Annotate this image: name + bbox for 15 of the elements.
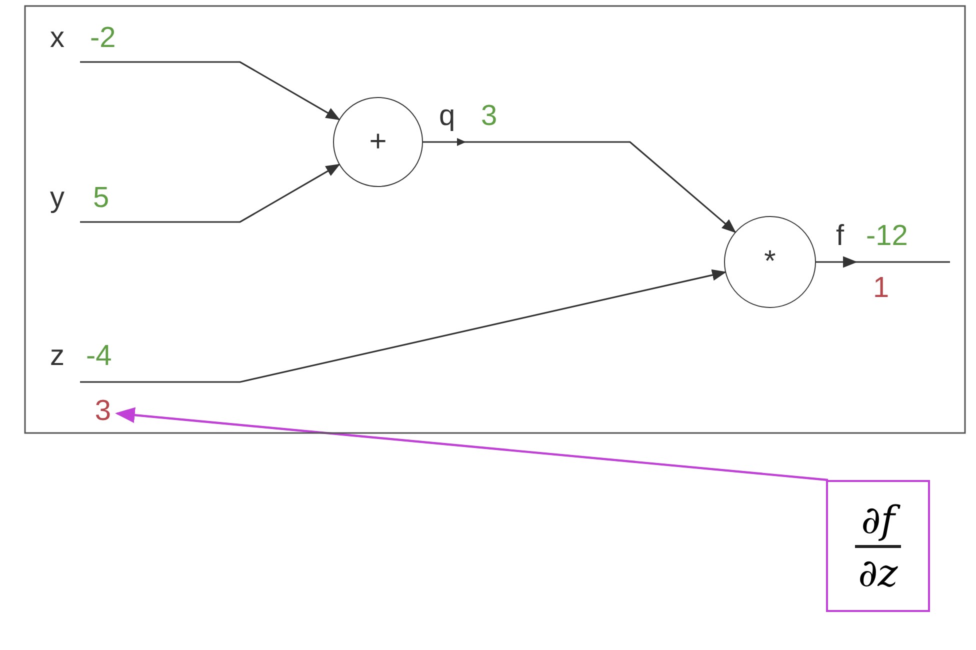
forward-value: 5 — [93, 182, 110, 214]
variable-name: f — [836, 220, 844, 252]
forward-value: -2 — [90, 22, 116, 54]
gradient-value: 3 — [92, 396, 114, 426]
forward-value: -12 — [866, 220, 908, 252]
add-gate-circle: + — [333, 97, 423, 187]
variable-name: x — [50, 22, 64, 54]
derivative-box: ∂f ∂z — [826, 480, 930, 612]
gradient-value: 1 — [873, 272, 890, 304]
variable-name: q — [439, 100, 456, 132]
variable-name: z — [50, 340, 64, 372]
forward-value: -4 — [86, 340, 112, 372]
forward-value: 3 — [481, 100, 498, 132]
multiply-gate-circle: * — [724, 216, 816, 308]
variable-name: y — [50, 182, 64, 214]
